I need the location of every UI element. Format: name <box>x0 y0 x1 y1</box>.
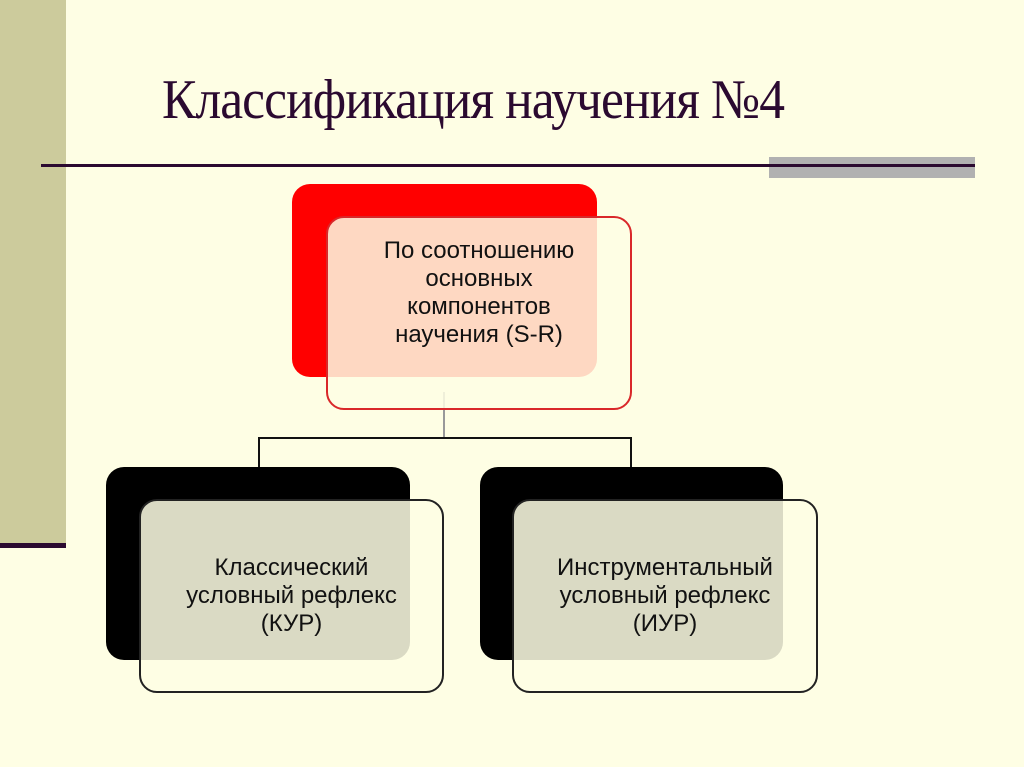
connector-horizontal <box>258 437 632 439</box>
title-rule <box>41 164 975 167</box>
title-accent-bar <box>769 157 975 178</box>
connector-root-stem <box>443 392 445 439</box>
root-node-box: По соотношению основных компонентов науч… <box>326 216 632 410</box>
slide-title: Классификация научения №4 <box>162 69 785 131</box>
sidebar-underline <box>0 543 66 548</box>
child-node-iur-box: Инструментальный условный рефлекс (ИУР) <box>512 499 818 693</box>
child-node-kur-label: Классический условный рефлекс (КУР) <box>186 554 397 637</box>
root-node-label: По соотношению основных компонентов науч… <box>383 237 575 348</box>
connector-left-drop <box>258 437 260 468</box>
sidebar-decoration <box>0 0 66 545</box>
child-node-iur-label: Инструментальный условный рефлекс (ИУР) <box>557 554 773 637</box>
child-node-kur-box: Классический условный рефлекс (КУР) <box>139 499 444 693</box>
connector-right-drop <box>630 437 632 468</box>
